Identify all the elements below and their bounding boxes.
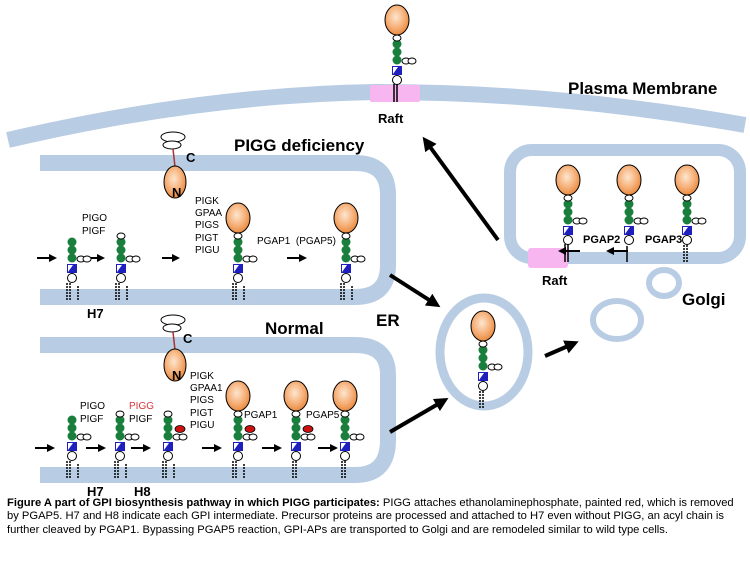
svg-text:PIGK: PIGK — [195, 196, 219, 207]
normal-step5-enzyme: PGAP5 — [306, 410, 340, 421]
h8-label-normal: H8 — [134, 484, 151, 499]
n-terminus-label: N — [172, 185, 181, 200]
deficiency-step1-enzymes: PIGO PIGF — [82, 213, 107, 237]
golgi-compartment — [504, 144, 746, 264]
gpi-h8-normal — [162, 410, 188, 478]
gpi-ap-normal-2 — [283, 380, 316, 478]
gpi-ap-vesicle — [470, 310, 503, 408]
svg-text:PIGT: PIGT — [195, 233, 218, 244]
normal-step4-enzyme: PGAP1 — [244, 410, 278, 421]
golgi-vesicle-small — [646, 267, 682, 299]
c-terminus-label: C — [186, 150, 196, 165]
precursor-protein-normal: C N — [160, 314, 193, 383]
gpi-ap-def-2 — [333, 202, 366, 300]
svg-text:PIGO: PIGO — [80, 401, 105, 412]
gpi-pathway-diagram: Raft Plasma Membrane PIGG deficiency Nor… — [6, 4, 747, 499]
gpi-molecules — [66, 4, 707, 478]
golgi-enzyme-pgap3: PGAP3 — [645, 234, 682, 246]
pigg-deficiency-label: PIGG deficiency — [234, 136, 365, 155]
gpi-ap-def-1 — [225, 202, 258, 300]
arrow-normal-to-vesicle — [388, 397, 449, 434]
er-label: ER — [376, 311, 400, 330]
plasma-membrane-label: Plasma Membrane — [568, 79, 717, 98]
raft-label-golgi: Raft — [542, 273, 568, 288]
gpi-ap-normal-3 — [332, 380, 365, 478]
h7-label-normal: H7 — [87, 484, 104, 499]
caption-body: PIGG attaches ethanolaminephosphate, pai… — [7, 497, 734, 536]
svg-text:PIGS: PIGS — [195, 220, 219, 231]
raft-label-pm: Raft — [378, 111, 404, 126]
gpi-ap-golgi-1 — [674, 164, 707, 262]
arrow-golgi-to-pm — [422, 136, 500, 242]
svg-text:PIGU: PIGU — [190, 420, 214, 431]
svg-text:PIGF: PIGF — [82, 226, 105, 237]
normal-step1-enzymes: PIGO PIGF — [80, 401, 105, 425]
er-deficiency-compartment — [40, 155, 396, 305]
transport-vesicle — [435, 293, 533, 411]
precursor-protein-deficiency: C N — [160, 131, 196, 200]
normal-step2-enzymes: PIGG PIGF — [129, 401, 154, 425]
golgi-enzyme-pgap2: PGAP2 — [583, 234, 620, 246]
svg-text:GPAA1: GPAA1 — [190, 383, 223, 394]
pigg-enzyme-label: PIGG — [129, 401, 154, 412]
svg-text:PIGT: PIGT — [190, 408, 213, 419]
arrow-vesicle-to-golgi — [544, 340, 579, 358]
step-arrows — [35, 247, 628, 452]
deficiency-step2-enzymes: PIGK GPAA PIGS PIGT PIGU — [195, 196, 222, 256]
er-normal-compartment — [40, 337, 396, 483]
deficiency-step3-enzymes: PGAP1 (PGAP5) — [257, 236, 336, 247]
svg-text:GPAA: GPAA — [195, 208, 222, 219]
arrow-deficiency-to-vesicle — [388, 273, 441, 308]
raft-plasma-membrane — [370, 85, 420, 102]
golgi-vesicle-large — [590, 298, 644, 342]
gpi-intermediate-def-1 — [66, 237, 92, 300]
svg-text:PIGF: PIGF — [80, 414, 103, 425]
n-terminus-label-normal: N — [172, 368, 181, 383]
gpi-intermediate-normal-1 — [66, 415, 92, 478]
gpi-h7-deficiency — [115, 232, 141, 300]
svg-text:PIGU: PIGU — [195, 245, 219, 256]
svg-text:PIGF: PIGF — [129, 414, 152, 425]
gpi-ap-golgi-2 — [616, 164, 649, 262]
c-terminus-label-normal: C — [183, 331, 193, 346]
h7-label-deficiency: H7 — [87, 306, 104, 321]
gpi-h7-normal — [114, 410, 140, 478]
svg-text:PIGO: PIGO — [82, 213, 107, 224]
normal-label: Normal — [265, 319, 324, 338]
caption-title: Figure A part of GPI biosynthesis pathwa… — [7, 497, 380, 509]
gpi-ap-plasma-membrane — [384, 4, 417, 102]
gpi-ap-golgi-3 — [555, 164, 588, 262]
figure-caption: Figure A part of GPI biosynthesis pathwa… — [7, 497, 747, 537]
golgi-label: Golgi — [682, 290, 725, 309]
svg-text:PIGS: PIGS — [190, 395, 214, 406]
normal-step3-enzymes: PIGK GPAA1 PIGS PIGT PIGU — [190, 371, 223, 431]
gpi-ap-normal-1 — [225, 380, 258, 478]
svg-text:PIGK: PIGK — [190, 371, 214, 382]
